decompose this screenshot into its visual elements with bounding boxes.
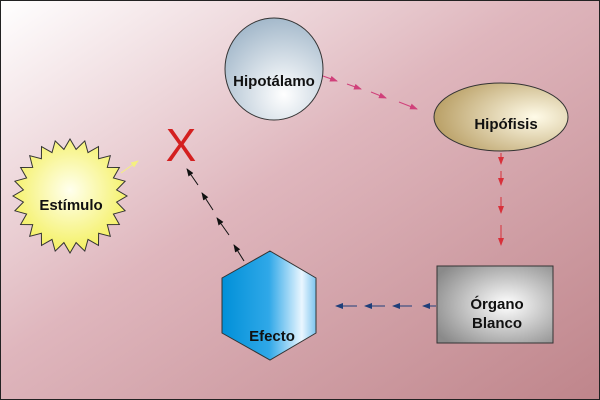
node-hipofisis: Hipófisis: [433, 82, 569, 152]
estimulo-arrow: [120, 160, 139, 174]
node-hipotalamo: Hipotálamo: [224, 17, 324, 121]
node-efecto: Efecto: [221, 250, 317, 361]
hipofisis-label: Hipófisis: [474, 116, 537, 133]
organo-label-line1: Órgano: [470, 295, 523, 313]
estimulo-label: Estímulo: [39, 197, 102, 214]
organo-label-line2: Blanco: [472, 315, 522, 332]
hipotalamo-label: Hipotálamo: [233, 73, 315, 90]
node-organo-blanco: Órgano Blanco: [436, 265, 554, 344]
hipotalamo-to-hipofisis-arrows: [322, 75, 418, 110]
efecto-label: Efecto: [249, 328, 295, 345]
efecto-to-x-arrows: [186, 168, 245, 262]
blocked-x-mark: X: [166, 119, 197, 171]
node-estimulo: Estímulo: [12, 138, 128, 254]
